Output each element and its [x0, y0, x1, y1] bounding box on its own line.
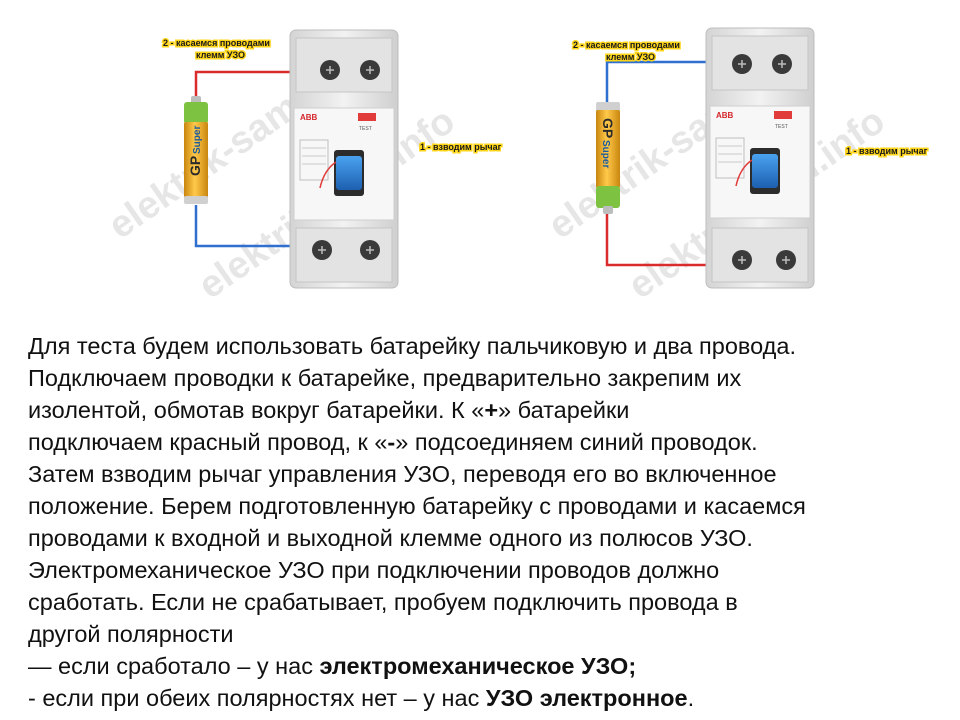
screw-slot — [366, 246, 374, 254]
battery-top-band — [184, 102, 208, 124]
rcd-test-illustration: elektrik-sam.info elektrik-sam.info elek… — [0, 0, 960, 320]
left-red-wire — [194, 70, 330, 102]
battery-bottom-band — [596, 186, 620, 208]
article-line-7: проводами к входной и выходной клемме од… — [28, 525, 753, 551]
article-line-6: положение. Берем подготовленную батарейк… — [28, 493, 806, 519]
rcd-test-label: TEST — [359, 126, 372, 132]
article-line-11: — если сработало – у нас электромеханиче… — [28, 650, 938, 682]
article-line-9: сработать. Если не срабатывает, пробуем … — [28, 589, 738, 615]
rcd-test-button — [358, 113, 376, 121]
screw-slot — [366, 66, 374, 74]
left-test-scene: GP Super ABB TEST — [162, 29, 503, 289]
illustration-canvas: elektrik-sam.info elektrik-sam.info elek… — [101, 27, 929, 307]
battery-cap — [603, 206, 613, 214]
screw-slot — [326, 66, 334, 74]
article-text: Для теста будем использовать батарейку п… — [28, 330, 938, 714]
article-line-5: Затем взводим рычаг управления УЗО, пере… — [28, 461, 777, 487]
article-line-8: Электромеханическое УЗО при подключении … — [28, 557, 720, 583]
left-callout-lever: 1 - взводим рычаг — [420, 142, 502, 152]
minus-sign: - — [387, 429, 396, 455]
rcd-spec-box — [299, 139, 329, 181]
text-segment: изолентой, обмотав вокруг батарейки. К « — [28, 397, 485, 423]
text-segment: — если сработало – у нас — [28, 653, 320, 679]
rcd-lever — [336, 156, 362, 190]
right-rcd-device: ABB TEST — [705, 27, 815, 289]
result-electromechanical: электромеханическое УЗО; — [319, 653, 637, 679]
right-callout-touch-line1: 2 - касаемся проводами — [573, 40, 680, 50]
left-rcd-device: ABB TEST — [289, 29, 399, 289]
article-line-10: другой полярности — [28, 621, 234, 647]
right-battery: GP Super — [596, 102, 620, 214]
article-line-2: Подключаем проводки к батарейке, предвар… — [28, 365, 742, 391]
right-red-wire — [605, 205, 742, 267]
left-callout-touch-line2: клемм УЗО — [196, 50, 245, 60]
right-test-scene: GP Super ABB TEST — [572, 27, 929, 289]
text-segment: - если при обеих полярностях нет – у нас — [28, 685, 486, 711]
battery-body — [596, 110, 620, 188]
battery-brand: GP — [187, 156, 203, 176]
screw-slot — [782, 256, 790, 264]
screw-slot — [778, 60, 786, 68]
battery-top — [596, 102, 620, 112]
battery-bottom — [184, 196, 208, 204]
right-callout-lever: 1 - взводим рычаг — [846, 146, 928, 156]
article-line-3: изолентой, обмотав вокруг батарейки. К «… — [28, 394, 938, 426]
article-line-4: подключаем красный провод, к «-» подсоед… — [28, 426, 938, 458]
rcd-brand-logo: ABB — [300, 113, 318, 122]
rcd-test-label: TEST — [775, 124, 788, 130]
right-blue-wire — [605, 60, 742, 102]
battery-model: Super — [192, 126, 203, 154]
left-blue-wire — [194, 205, 322, 248]
screw-slot — [738, 256, 746, 264]
article-line-12: - если при обеих полярностях нет – у нас… — [28, 682, 938, 714]
text-segment: подключаем красный провод, к « — [28, 429, 388, 455]
left-callout-touch-line1: 2 - касаемся проводами — [163, 38, 270, 48]
screw-slot — [318, 246, 326, 254]
battery-model: Super — [600, 140, 611, 168]
text-segment: » подсоединяем синий проводок. — [395, 429, 758, 455]
rcd-test-button — [774, 111, 792, 119]
battery-body — [184, 122, 208, 198]
result-electronic: УЗО электронное — [485, 685, 688, 711]
text-segment: . — [687, 685, 695, 711]
left-battery: GP Super — [184, 96, 208, 204]
rcd-spec-box — [715, 137, 745, 179]
text-segment: » батарейки — [498, 397, 630, 423]
plus-sign: + — [484, 397, 499, 423]
article-line-1: Для теста будем использовать батарейку п… — [28, 333, 796, 359]
lever-arrow — [735, 159, 753, 187]
rcd-brand-logo: ABB — [716, 111, 734, 120]
battery-brand: GP — [600, 118, 616, 138]
lever-arrow — [319, 161, 337, 189]
screw-slot — [738, 60, 746, 68]
right-callout-touch-line2: клемм УЗО — [606, 52, 655, 62]
rcd-lever — [752, 154, 778, 188]
rcd-top-terminal-block — [711, 35, 809, 91]
